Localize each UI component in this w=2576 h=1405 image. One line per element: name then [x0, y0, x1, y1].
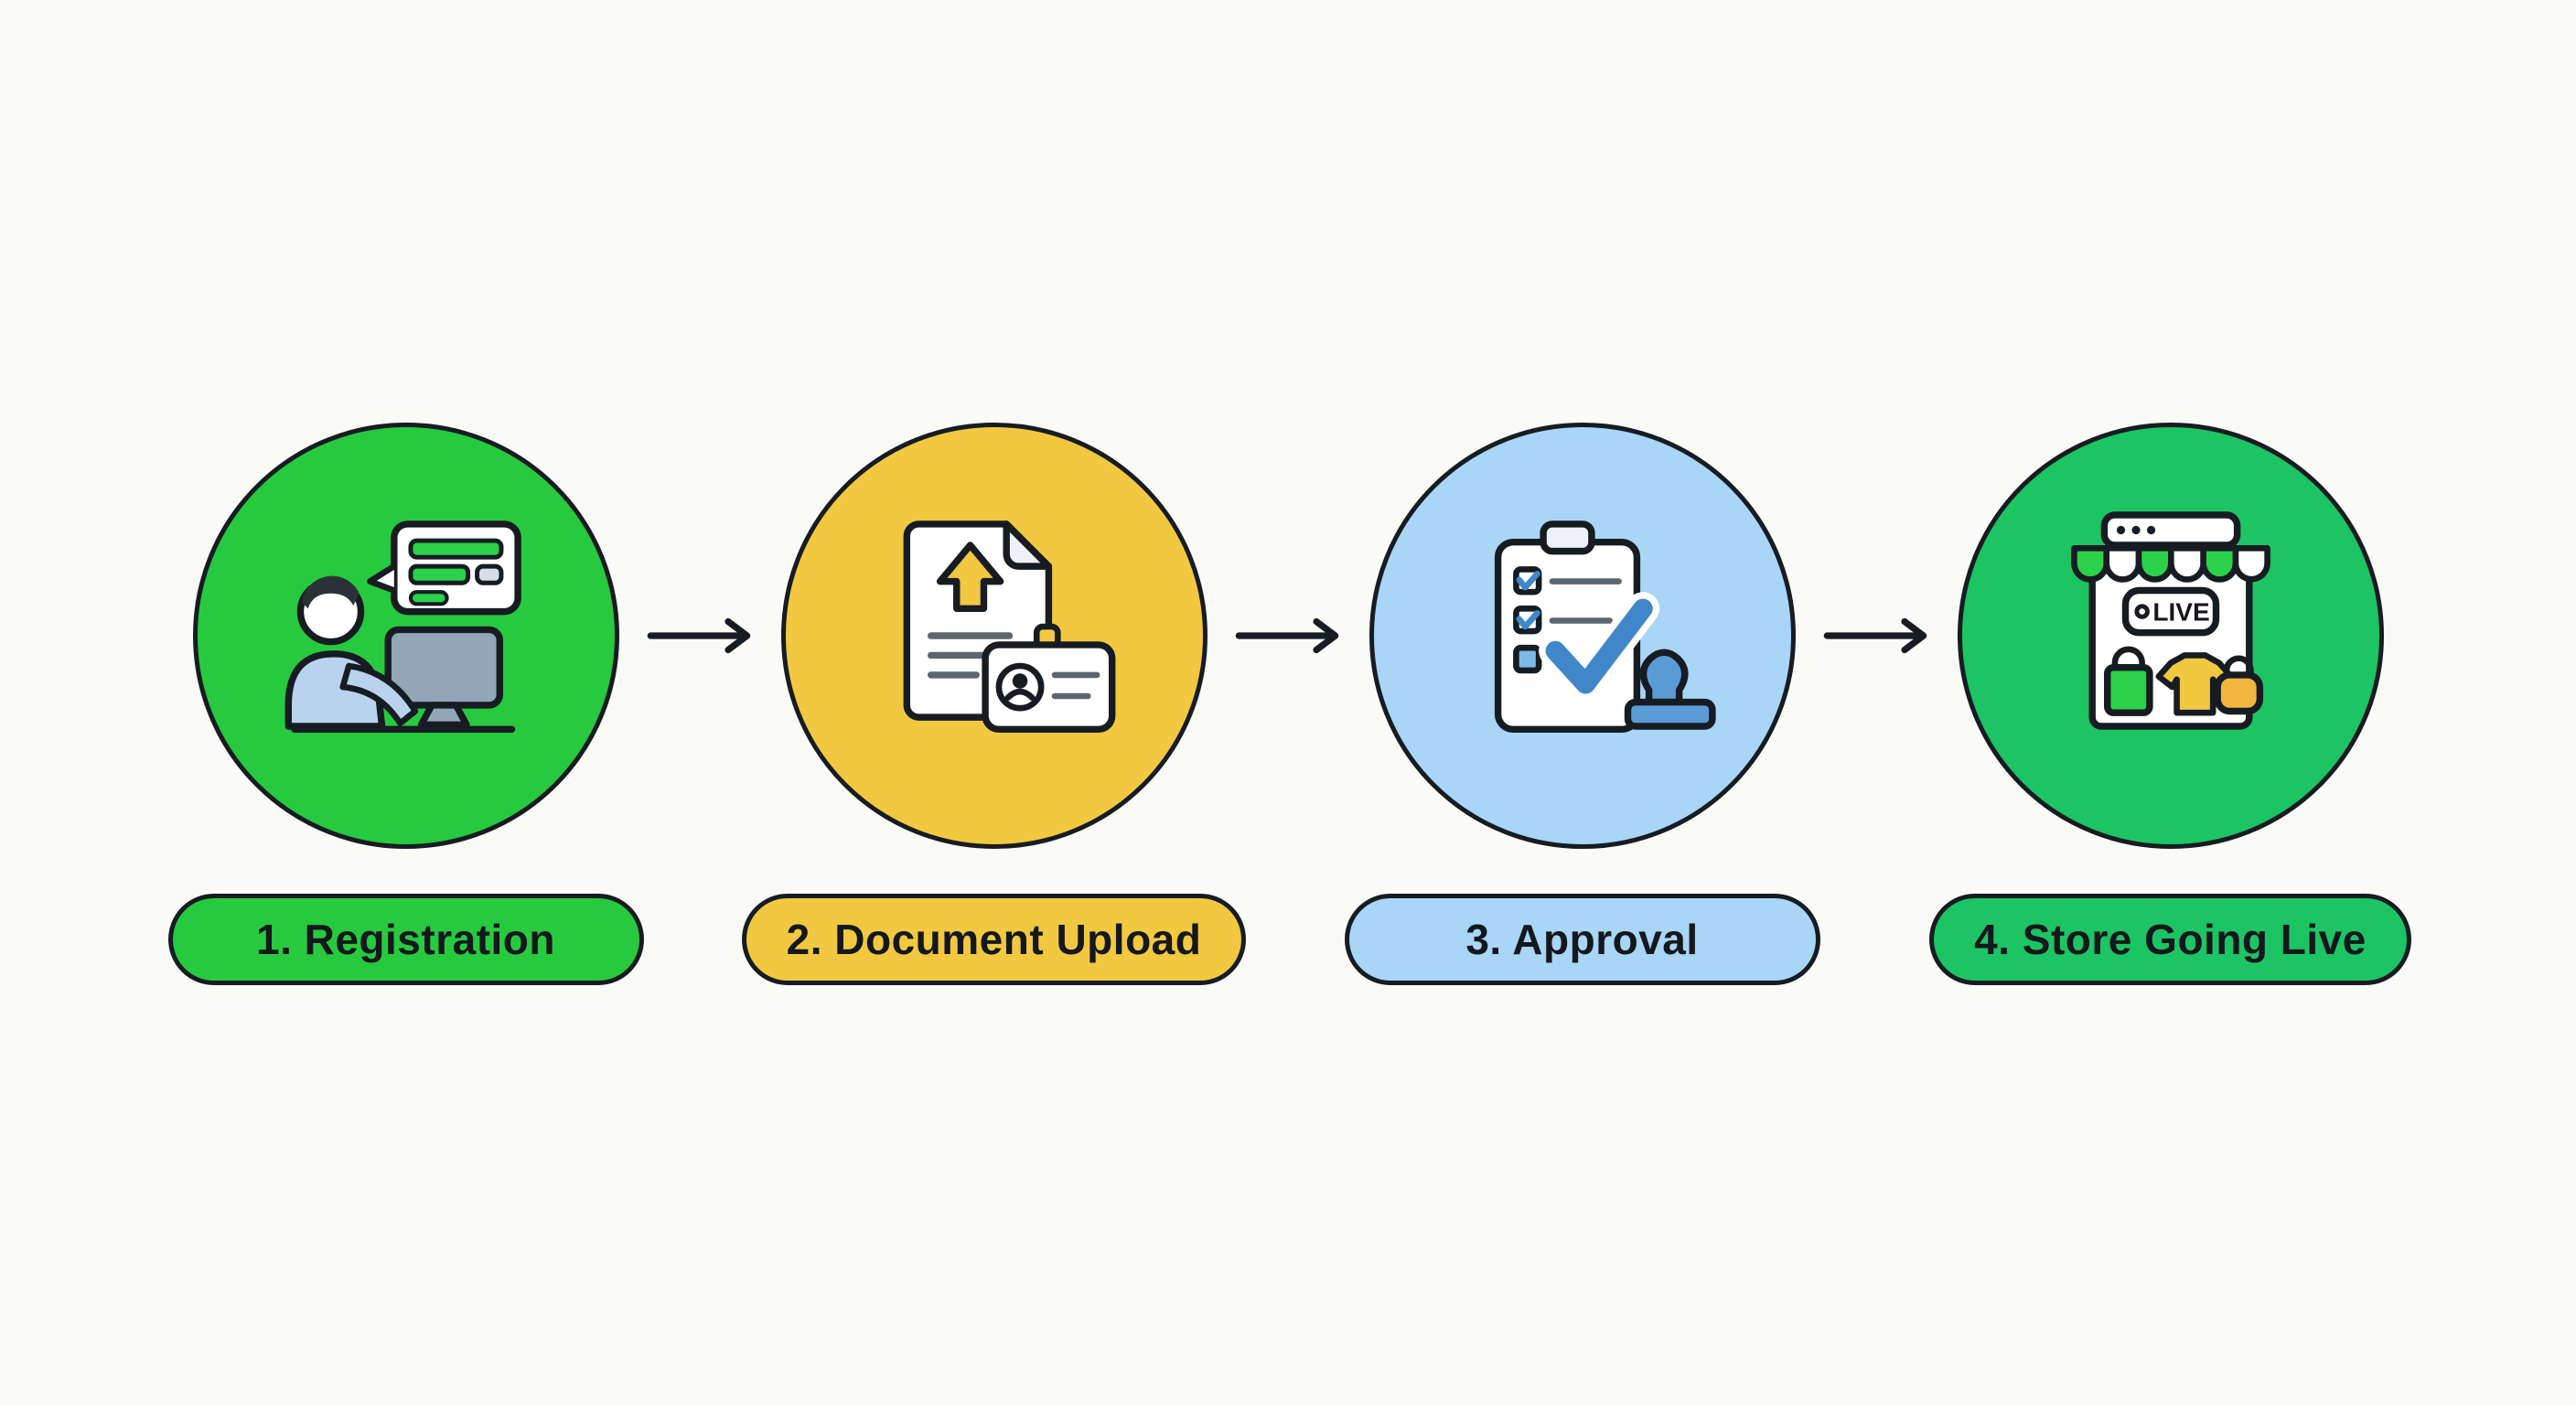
flow-arrow-1 [619, 423, 781, 849]
arrow-right-icon [1235, 617, 1339, 654]
step-document-upload: 2. Document Upload [741, 423, 1247, 985]
approval-circle [1368, 423, 1796, 849]
onboarding-process-diagram: 1. Registration [0, 423, 2576, 985]
step-pill-registration: 1. Registration [167, 894, 644, 985]
registration-circle [192, 423, 619, 849]
step-registration: 1. Registration [167, 423, 644, 985]
step-pill-document-upload: 2. Document Upload [741, 894, 1247, 985]
step-pill-approval: 3. Approval [1344, 894, 1820, 985]
arrow-right-icon [647, 617, 751, 654]
flow-arrow-3 [1796, 423, 1958, 849]
step-pill-store-going-live: 4. Store Going Live [1929, 894, 2411, 985]
step-store-going-live: LIVE 4. Store Going Live [1929, 423, 2411, 985]
document-upload-icon [903, 520, 1115, 734]
approval-checklist-stamp-icon [1494, 520, 1716, 734]
store-going-live-icon: LIVE [2070, 511, 2270, 730]
document-upload-circle [780, 423, 1208, 849]
step-approval: 3. Approval [1344, 423, 1820, 985]
flow-arrow-2 [1208, 423, 1369, 849]
arrow-right-icon [1823, 617, 1927, 654]
store-going-live-circle: LIVE [1957, 423, 2384, 849]
live-badge-label: LIVE [2152, 598, 2209, 627]
registration-person-computer-icon [284, 520, 521, 734]
